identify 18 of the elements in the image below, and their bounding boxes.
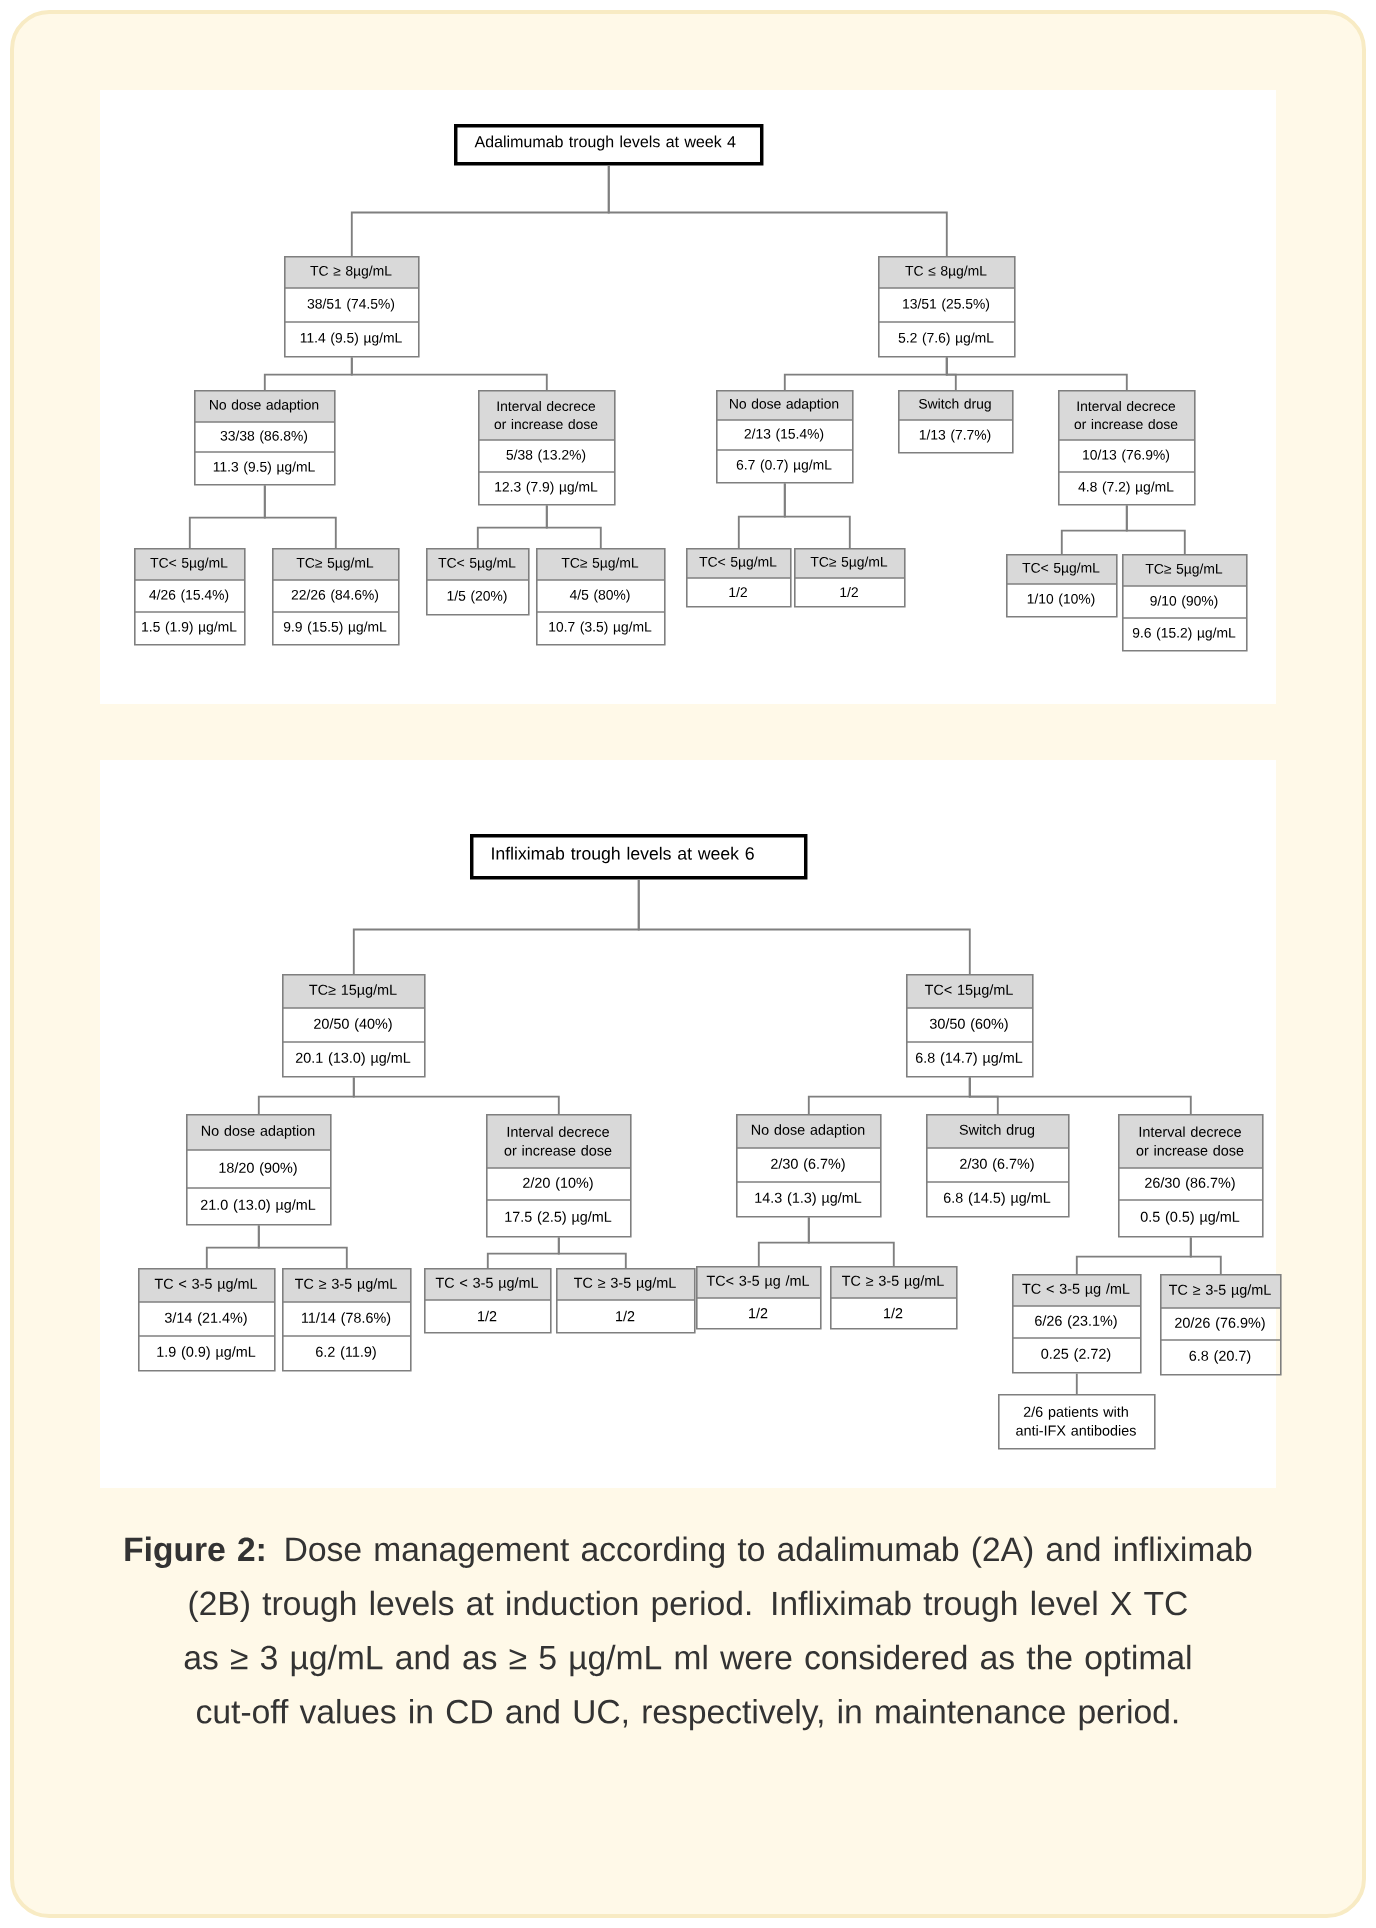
- connector-line: [350, 356, 548, 391]
- connector-line: [607, 164, 948, 257]
- connector-line: [557, 1236, 627, 1269]
- connector-line: [1189, 1236, 1222, 1275]
- title-box: Adalimumab trough levels at week 4: [454, 124, 764, 166]
- title-box: Infliximab trough levels at week 6: [470, 834, 808, 880]
- connector-line: [637, 878, 971, 975]
- connector-line: [352, 1076, 560, 1115]
- connector-line: [968, 1076, 1192, 1115]
- connector-line: [545, 504, 602, 549]
- connector-line: [807, 1216, 895, 1267]
- figure-caption: Figure 2: Dose management according to adalimumab (2A) and infliximab (2B) trough levels at induction period. Infliximab trough level X TC as ≥ 3 µg/mL and as ≥ 5 µg/mL ml were considered as the optimal cut-off values in CD and UC, respectively, in maintenance period.: [125, 1536, 1252, 1731]
- connector-line: [1075, 1372, 1078, 1395]
- connector-line: [257, 1224, 348, 1269]
- connector-line: [945, 356, 1128, 391]
- connector-line: [783, 482, 851, 549]
- connector-line: [263, 484, 337, 549]
- connector-line: [1125, 504, 1186, 555]
